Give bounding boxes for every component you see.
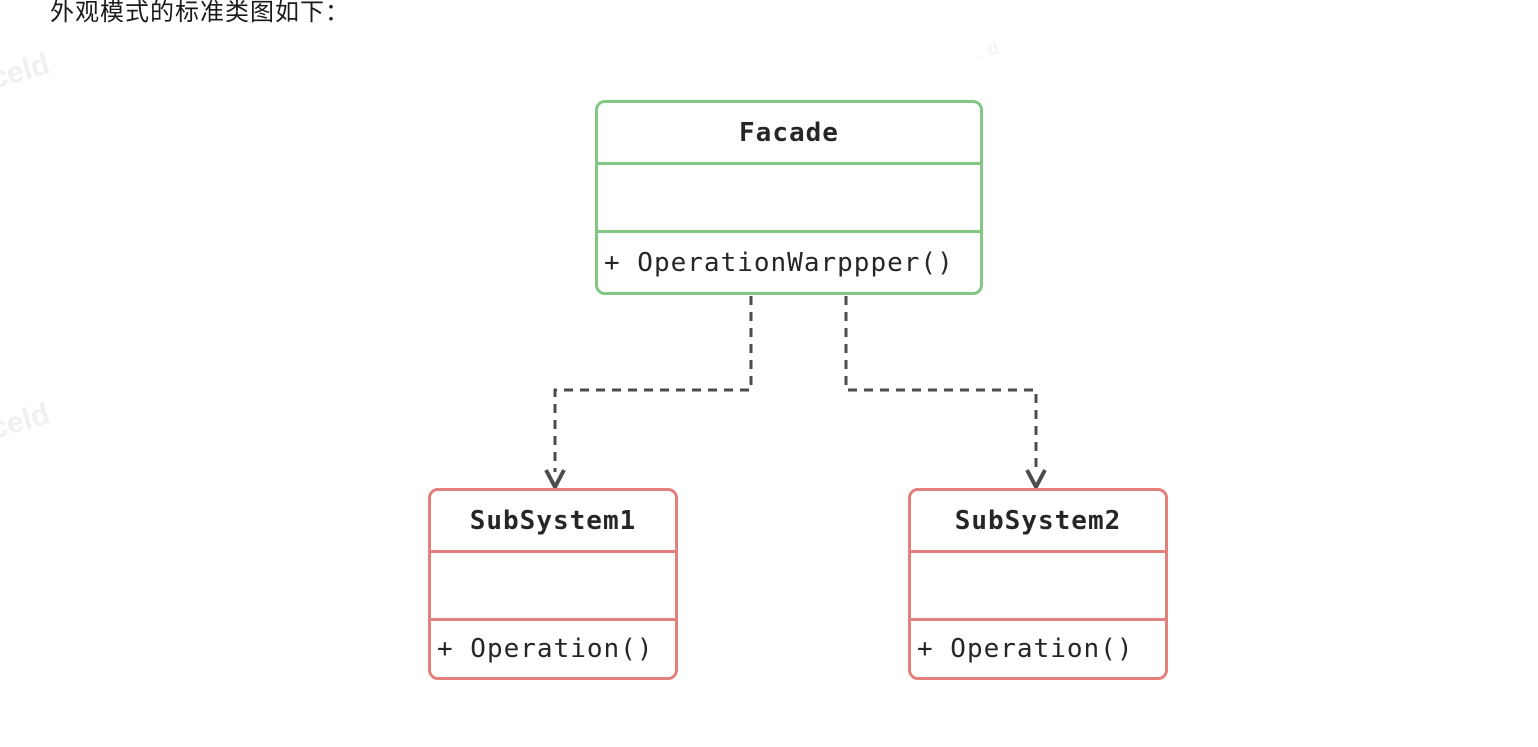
class-box-subsystem1: SubSystem1 + Operation() — [428, 488, 678, 680]
arrow-down-icon — [1025, 469, 1047, 492]
class-name: Facade — [739, 117, 839, 148]
dependency-line-facade-subsystem2 — [844, 296, 1038, 472]
class-attributes-section — [431, 550, 675, 618]
class-name: SubSystem2 — [954, 505, 1122, 536]
dependency-line-facade-subsystem1 — [553, 296, 753, 472]
class-box-facade: Facade + OperationWarppper() — [595, 100, 983, 295]
class-attributes-section — [598, 162, 980, 230]
page-title: 外观模式的标准类图如下： — [50, 0, 350, 26]
arrow-down-icon — [544, 469, 566, 492]
watermark-text: celd — [0, 47, 54, 96]
class-methods-section: + Operation() — [431, 618, 675, 677]
class-box-subsystem2: SubSystem2 + Operation() — [908, 488, 1168, 680]
class-name: SubSystem1 — [469, 505, 637, 536]
watermark-fragment: . d — [975, 37, 1002, 63]
class-methods-section: + Operation() — [911, 618, 1165, 677]
class-methods-section: + OperationWarppper() — [598, 230, 980, 292]
watermark-text: celd — [0, 397, 54, 446]
class-attributes-section — [911, 550, 1165, 618]
